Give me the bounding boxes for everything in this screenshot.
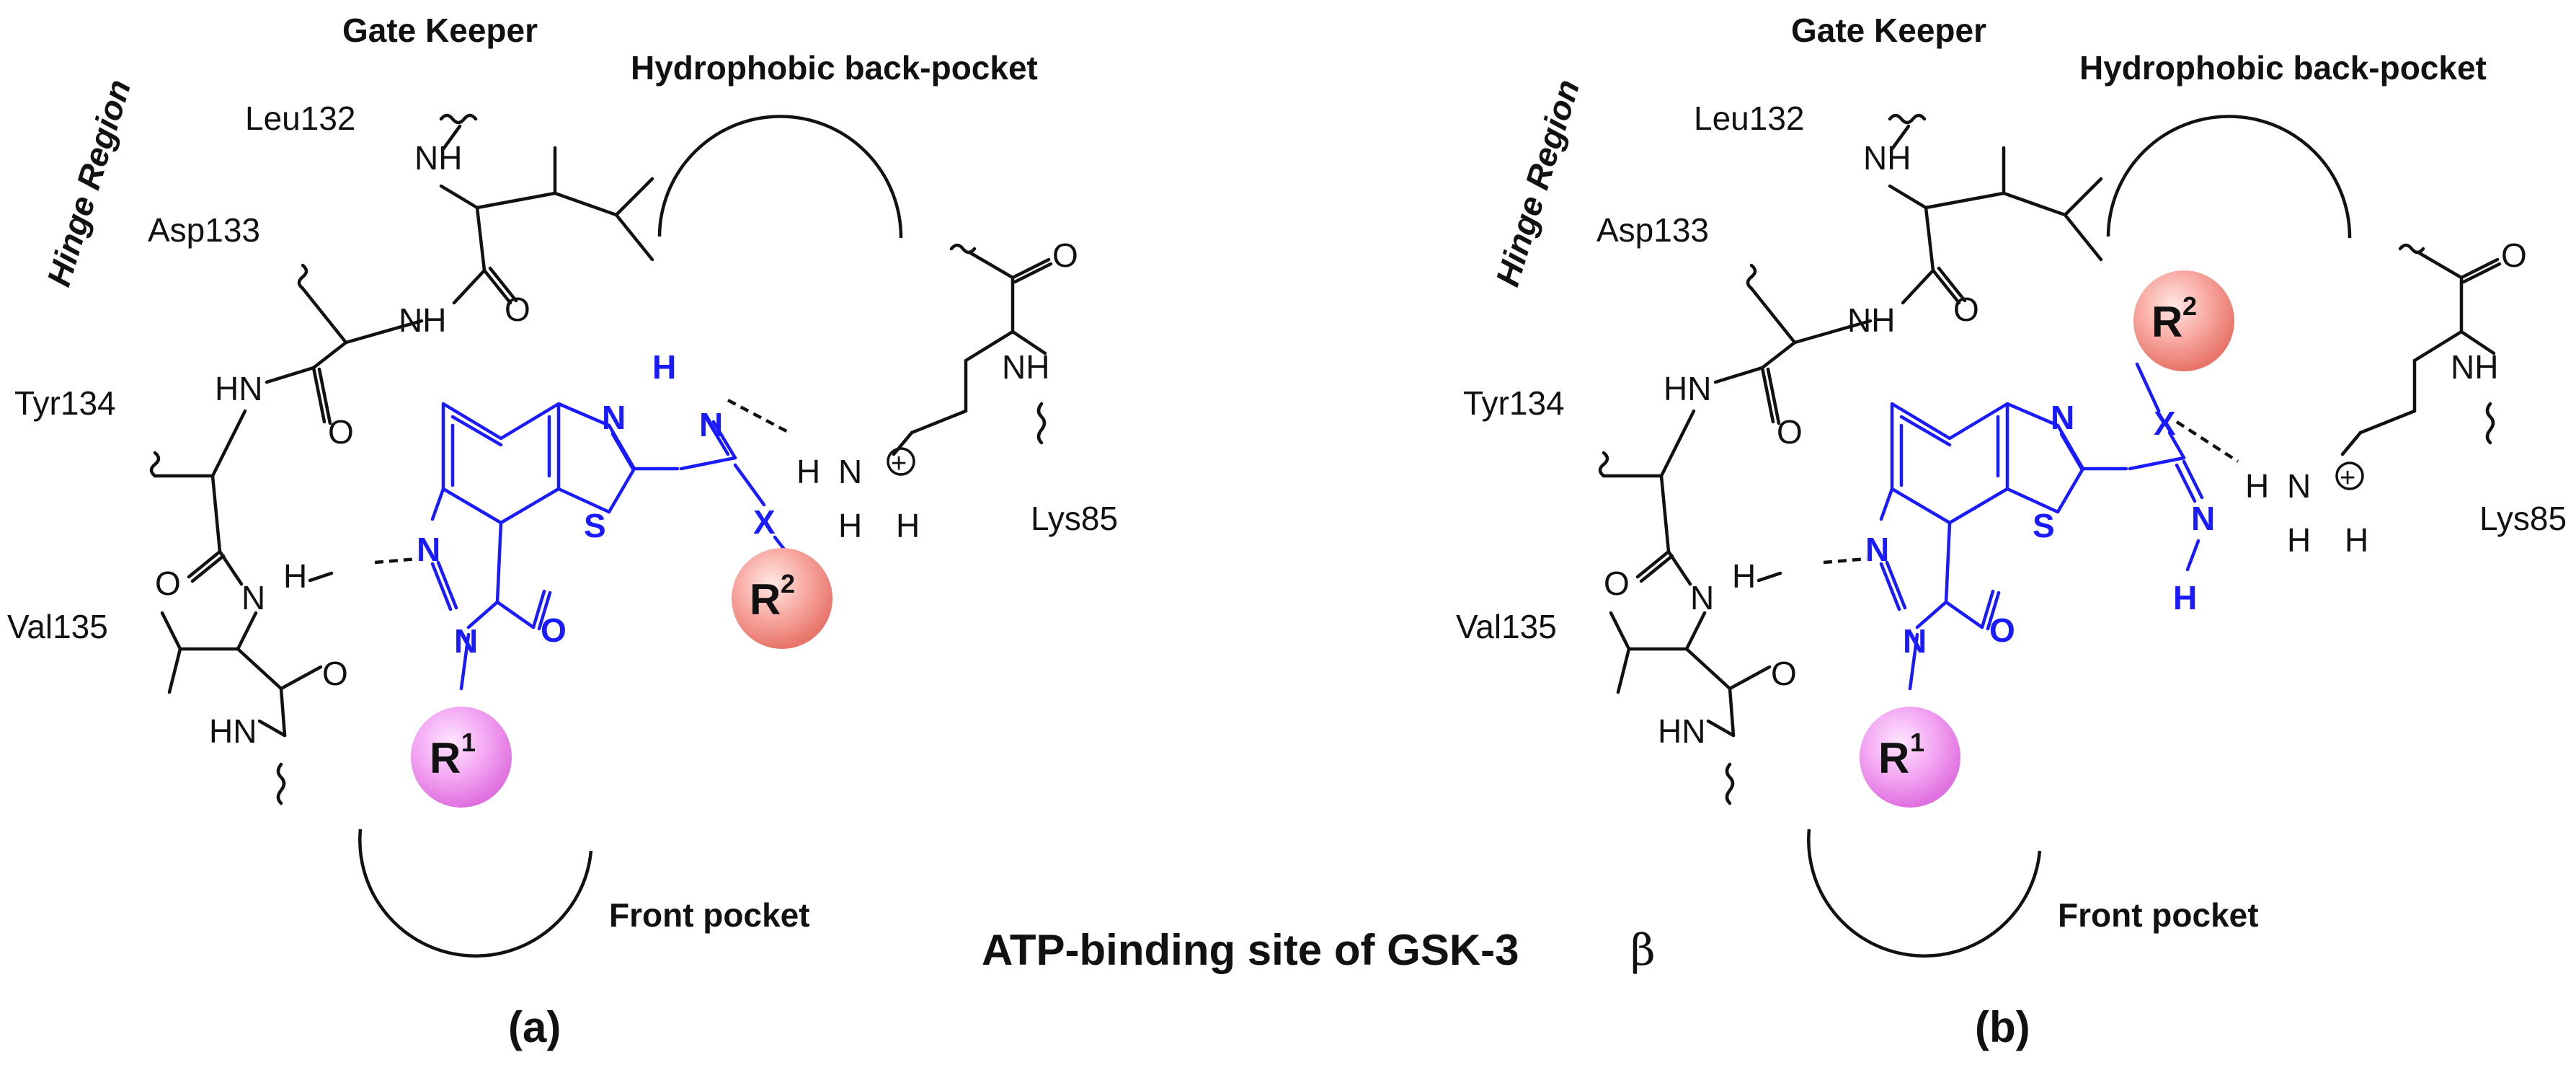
front-pocket-label-b: Front pocket	[2058, 896, 2259, 934]
hinge-label-b: Hinge Region	[1488, 75, 1586, 291]
r1-substituent	[411, 707, 512, 808]
r2-substituent	[2133, 270, 2234, 371]
tyr-label-a: Tyr134	[14, 384, 116, 422]
lys-nh-b: NH	[2451, 348, 2498, 386]
charge-plus-icon	[887, 447, 915, 476]
lig-n3: N	[454, 622, 478, 660]
caption-title: ATP-binding site of GSK-3	[982, 926, 1519, 974]
leu-label-a: Leu132	[245, 100, 356, 137]
lig-o: O	[541, 611, 567, 649]
val-h-b: H	[1732, 557, 1756, 595]
lig-thiazole-n: N	[602, 399, 626, 436]
lys-h3: H	[896, 507, 920, 544]
charge-plus-icon	[2335, 461, 2364, 490]
val-label-a: Val135	[7, 608, 108, 645]
r1-sup: 1	[461, 728, 476, 757]
lig-amidine-n: N	[699, 406, 723, 443]
lys-n-b: N	[2287, 467, 2311, 505]
hinge-label-a: Hinge Region	[40, 75, 138, 291]
panel-a: NH NH O HN O O N H O HN O NH H N H H + N…	[7, 12, 1118, 1051]
leu-nh: NH	[414, 139, 462, 177]
r1-substituent	[1860, 707, 1960, 808]
asp-label-b: Asp133	[1596, 211, 1709, 249]
gate-keeper-label-a: Gate Keeper	[342, 12, 538, 49]
r2-substituent	[732, 548, 832, 649]
asp-nh: NH	[399, 301, 446, 339]
val-label-b: Val135	[1456, 608, 1557, 645]
leu-o: O	[505, 291, 530, 328]
r2-sup: 2	[781, 569, 795, 598]
asp-o: O	[328, 413, 354, 451]
lig-n1: N	[417, 531, 440, 568]
tyr-label-b: Tyr134	[1463, 384, 1565, 422]
lig-n1-b: N	[1865, 531, 1889, 568]
lig-thiazole-n-b: N	[2051, 399, 2074, 436]
hydrophobic-label-b: Hydrophobic back-pocket	[2079, 49, 2487, 87]
gate-keeper-label-b: Gate Keeper	[1791, 12, 1986, 49]
panel-b: NH NH O HN O O N H O HN O NH H N H H + N…	[1456, 12, 2567, 1051]
hydrophobic-label-a: Hydrophobic back-pocket	[631, 49, 1038, 87]
val-n: N	[241, 579, 265, 617]
val-hn: HN	[209, 712, 257, 750]
leu-label-b: Leu132	[1694, 100, 1805, 137]
lys-nh: NH	[1002, 348, 1049, 386]
lys-label-a: Lys85	[1031, 500, 1118, 537]
tyr-hn-b: HN	[1664, 370, 1711, 407]
panel-b-label: (b)	[1975, 1003, 2030, 1051]
caption-beta: β	[1630, 925, 1656, 976]
lys-o: O	[1052, 237, 1078, 274]
tyr-o: O	[155, 565, 181, 602]
lig-s: S	[584, 507, 606, 544]
lig-x-b: X	[2154, 405, 2176, 442]
lys-o-b: O	[2501, 237, 2527, 274]
r2-sup-b: 2	[2182, 291, 2197, 321]
lys-h2-b: H	[2287, 521, 2311, 559]
lig-x: X	[753, 503, 776, 541]
front-pocket-label-a: Front pocket	[609, 896, 810, 934]
lig-o-b: O	[1989, 611, 2015, 649]
asp-label-a: Asp133	[148, 211, 260, 249]
val-n-b: N	[1690, 579, 1714, 617]
leu-nh-b: NH	[1863, 139, 1911, 177]
lig-amidine-h: H	[652, 348, 676, 386]
lys-h1-b: H	[2245, 467, 2269, 505]
val-hn-b: HN	[1658, 712, 1705, 750]
lys-plus: +	[891, 448, 907, 479]
lig-amidine-h-b: H	[2173, 579, 2197, 617]
tyr-hn: HN	[215, 370, 262, 407]
lig-amidine-n-b: N	[2191, 500, 2215, 537]
lys-h3-b: H	[2345, 521, 2368, 559]
lys-n: N	[838, 453, 862, 490]
r1-label: R	[430, 734, 461, 782]
val-o: O	[322, 655, 348, 692]
lys-h1: H	[796, 453, 820, 490]
asp-o-b: O	[1777, 413, 1803, 451]
leu-o-b: O	[1953, 291, 1979, 328]
lys-plus-b: +	[2340, 463, 2355, 493]
asp-nh-b: NH	[1847, 301, 1895, 339]
r2-label: R	[750, 575, 781, 624]
lys-label-b: Lys85	[2479, 500, 2567, 537]
r2-label-b: R	[2151, 298, 2182, 346]
tyr-o-b: O	[1604, 565, 1630, 602]
r1-label-b: R	[1878, 734, 1909, 782]
lig-s-b: S	[2033, 507, 2055, 544]
val-o-b: O	[1771, 655, 1797, 692]
lig-n3-b: N	[1903, 622, 1927, 660]
lys-h2: H	[838, 507, 862, 544]
val-h: H	[283, 557, 307, 595]
panel-a-label: (a)	[508, 1003, 561, 1051]
r1-sup-b: 1	[1910, 728, 1924, 757]
